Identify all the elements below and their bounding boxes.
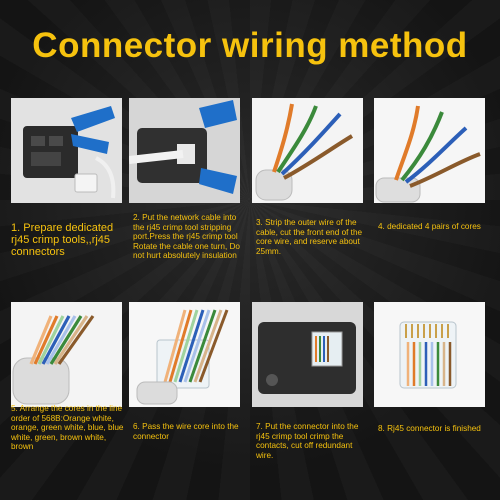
- step-8-caption: 8. Rj45 connector is finished: [378, 424, 481, 433]
- step-8-image: [374, 302, 485, 407]
- step-2-caption: 2. Put the network cable into the rj45 c…: [133, 213, 240, 261]
- page-title: Connector wiring method: [32, 26, 468, 65]
- step-7-caption: 7. Put the connector into the rj45 crimp…: [256, 422, 359, 460]
- step-3-caption: 3. Strip the outer wire of the cable, cu…: [256, 218, 363, 256]
- step-5-caption: 5. Arrange the cores in the line order o…: [11, 404, 124, 452]
- step-1-image: [11, 98, 122, 203]
- step-3-image: [252, 98, 363, 203]
- step-7-image: [252, 302, 363, 407]
- step-4-caption: 4. dedicated 4 pairs of cores: [378, 222, 481, 231]
- step-4-image: [374, 98, 485, 203]
- step-6-caption: 6. Pass the wire core into the connector: [133, 422, 239, 441]
- step-2-image: [129, 98, 240, 203]
- step-5-image: [11, 302, 122, 407]
- step-6-image: [129, 302, 240, 407]
- step-1-caption: 1. Prepare dedicated rj45 crimp tools,,r…: [11, 222, 114, 258]
